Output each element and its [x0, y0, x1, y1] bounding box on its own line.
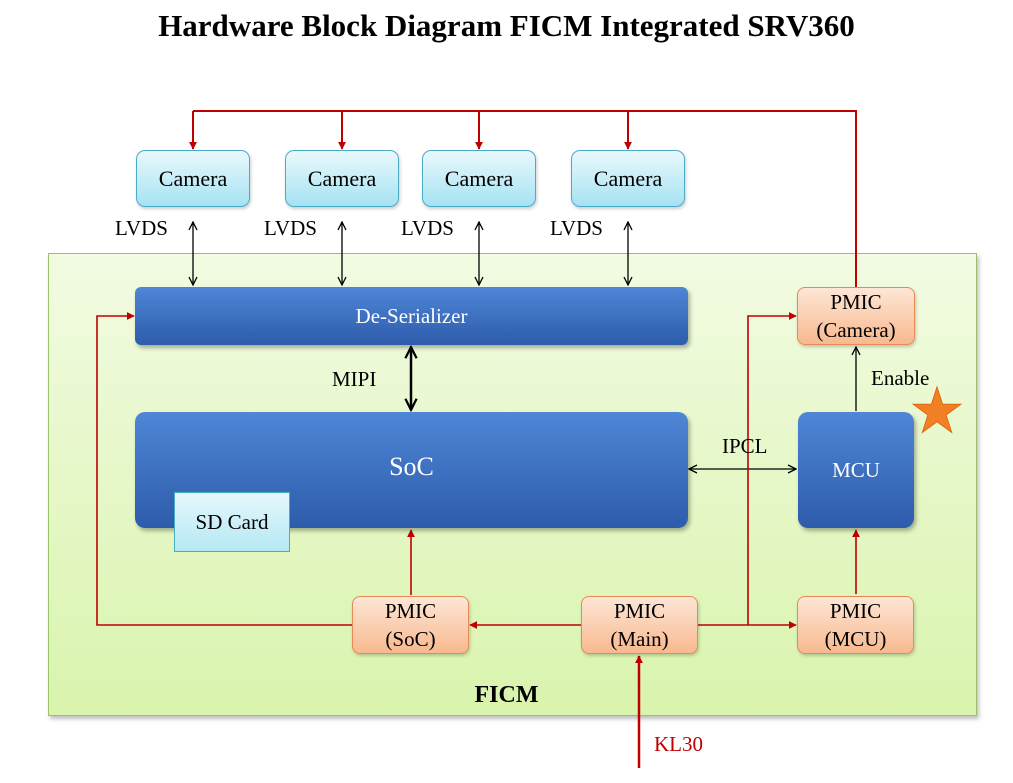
- camera-1: Camera: [136, 150, 250, 207]
- pmic-camera-line1: PMIC: [830, 290, 882, 314]
- mcu-block: MCU: [798, 412, 914, 528]
- deserializer-block: De-Serializer: [135, 287, 688, 345]
- lvds-label-3: LVDS: [401, 216, 454, 240]
- enable-label: Enable: [871, 366, 930, 390]
- pmic-soc-line2: (SoC): [385, 627, 436, 651]
- pmic-mcu-line2: (MCU): [824, 627, 887, 651]
- pmic-mcu-block: PMIC (MCU): [797, 596, 914, 654]
- camera-4: Camera: [571, 150, 685, 207]
- pmic-main-line1: PMIC: [613, 599, 666, 623]
- lvds-label-1: LVDS: [115, 216, 168, 240]
- ficm-label: FICM: [474, 682, 539, 708]
- kl30-label: KL30: [654, 732, 703, 756]
- pmic-soc-line1: PMIC: [384, 599, 437, 623]
- star-icon: [911, 385, 963, 434]
- mipi-label: MIPI: [332, 367, 377, 391]
- camera-3: Camera: [422, 150, 536, 207]
- camera-2: Camera: [285, 150, 399, 207]
- power-distribution-lines: [96, 312, 860, 768]
- lvds-label-4: LVDS: [550, 216, 603, 240]
- pmic-camera-line2: (Camera): [816, 318, 896, 342]
- pmic-mcu-line1: PMIC: [829, 599, 882, 623]
- pmic-main-line2: (Main): [610, 627, 669, 651]
- lvds-label-2: LVDS: [264, 216, 317, 240]
- diagram-title: Hardware Block Diagram FICM Integrated S…: [158, 8, 855, 43]
- ipcl-label: IPCL: [722, 434, 768, 458]
- sd-card-block: SD Card: [174, 492, 290, 552]
- pmic-soc-block: PMIC (SoC): [352, 596, 469, 654]
- pmic-camera-block: PMIC (Camera): [797, 287, 915, 345]
- pmic-main-block: PMIC (Main): [581, 596, 698, 654]
- lvds-links: [193, 222, 628, 285]
- camera-power-bus: [189, 110, 857, 287]
